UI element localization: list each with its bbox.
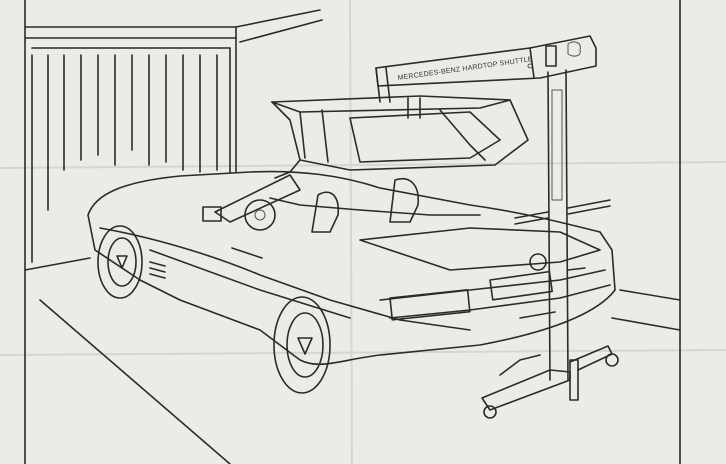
garage	[24, 0, 681, 464]
crossbeam-label: MERCEDES-BENZ HARDTOP SHUTTLE	[397, 56, 533, 82]
front-wheel	[97, 225, 143, 299]
convertible-car	[87, 170, 616, 394]
rear-wheel	[273, 296, 331, 394]
garage-door-slats	[31, 47, 231, 263]
hardtop	[271, 95, 529, 179]
